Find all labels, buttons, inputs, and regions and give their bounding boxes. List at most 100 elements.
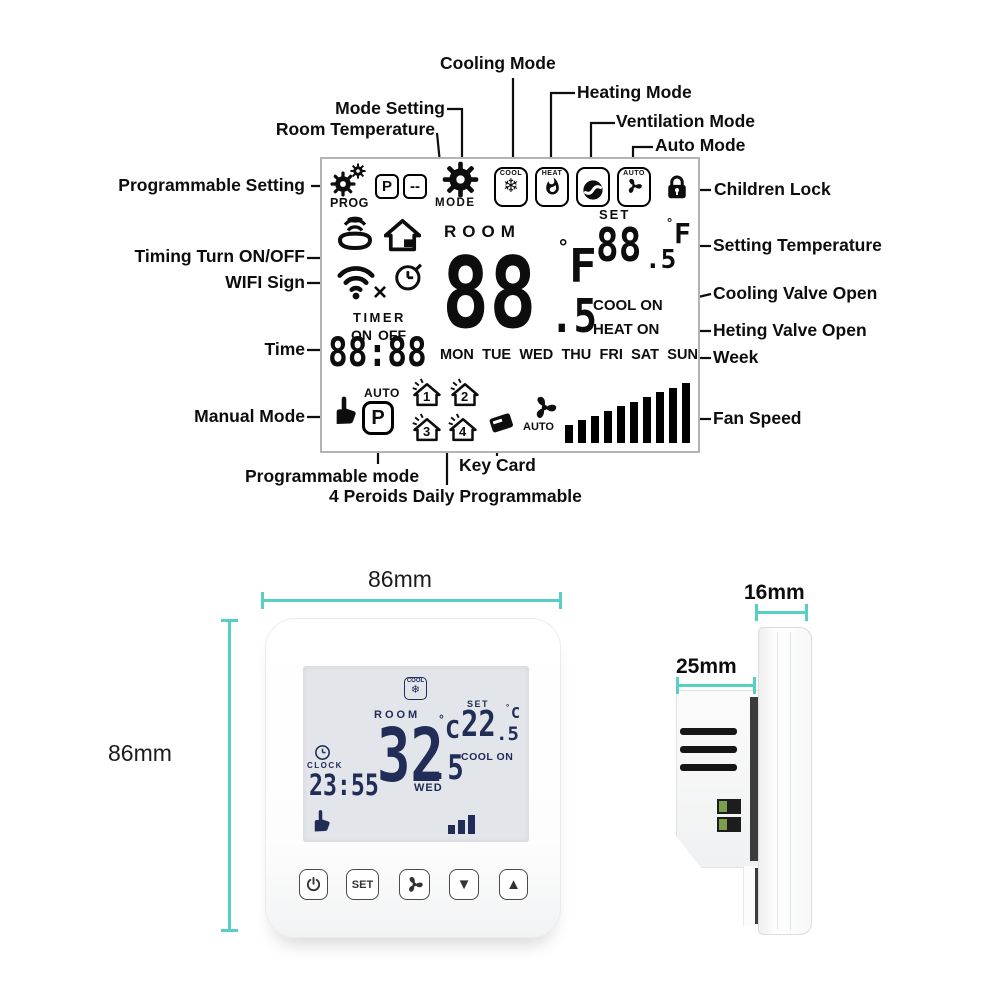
screen-cool-on: COOL ON	[461, 751, 514, 763]
screen-room-label: ROOM	[374, 709, 421, 721]
period-house-1: 1	[412, 378, 442, 408]
screen-clock-label: CLOCK	[307, 761, 343, 770]
room-label: ROOM	[444, 222, 521, 241]
callout-cooling-valve-open: Cooling Valve Open	[713, 283, 878, 303]
callout-room-temperature: Room Temperature	[275, 119, 435, 139]
period-house-2: 2	[450, 378, 480, 408]
callout-fan-speed: Fan Speed	[713, 408, 802, 428]
panel-thickness-line	[756, 611, 808, 614]
period-number: 4	[459, 424, 467, 439]
rear-depth-label: 25mm	[676, 655, 737, 678]
rear-depth-line	[677, 684, 755, 687]
callout-manual-mode: Manual Mode	[194, 406, 305, 426]
manual-hand-icon	[314, 810, 330, 832]
set-unit: F	[674, 217, 691, 250]
prog-label: PROG	[330, 196, 369, 210]
dimension-tick	[221, 929, 238, 932]
heat-on-indicator: HEAT ON	[593, 321, 660, 338]
cool-on-indicator: COOL ON	[593, 297, 663, 314]
thermostat-front-view: COOL ❄ ROOM 32 .5 ° C SET 22 .5 ° C COOL…	[265, 618, 561, 938]
timer-label: TIMER	[353, 310, 406, 325]
week-day: WED	[519, 347, 554, 363]
height-dimension-line	[228, 620, 231, 932]
screen-room-unit: C	[445, 715, 461, 744]
width-dimension-line	[262, 599, 561, 602]
set-degree-sign: °	[667, 215, 673, 230]
thermostat-screen: COOL ❄ ROOM 32 .5 ° C SET 22 .5 ° C COOL…	[303, 666, 529, 842]
lcd-display-diagram: PROG P -- MODE COOL ❄ HEAT AUTO ROOM 88 …	[320, 157, 700, 453]
terminal-block	[717, 799, 741, 814]
dash-box-icon: --	[403, 174, 427, 199]
timer-on-label: ON	[351, 327, 372, 343]
key-card-icon	[488, 412, 514, 434]
set-temp-decimal: .5	[645, 245, 677, 275]
period-house-4: 4	[448, 413, 478, 443]
power-button[interactable]	[299, 869, 328, 900]
children-lock-icon	[666, 175, 688, 201]
house-icon	[384, 219, 421, 252]
prog-gears-icon	[330, 163, 372, 199]
thermostat-side-view: 16mm 25mm	[650, 560, 880, 960]
screen-day-label: WED	[414, 782, 443, 794]
fan-icon	[627, 178, 643, 194]
screen-set-degree: °	[506, 703, 510, 712]
fan-icon	[407, 877, 424, 893]
callout-time: Time	[264, 339, 305, 359]
callout-week: Week	[713, 347, 759, 367]
height-dimension-label: 86mm	[108, 740, 172, 766]
dimension-tick	[261, 592, 264, 609]
side-front-panel	[758, 627, 812, 935]
dimension-tick	[805, 604, 808, 621]
auto-p-label: AUTO	[364, 386, 400, 400]
terminal-block	[717, 817, 741, 832]
manual-hand-icon	[336, 396, 356, 424]
callout-cooling-mode: Cooling Mode	[440, 53, 556, 73]
wifi-icon	[334, 261, 378, 302]
screen-room-digits: 32	[377, 713, 444, 799]
temp-up-button[interactable]: ▲	[499, 869, 528, 900]
callout-heting-valve-open: Heting Valve Open	[713, 320, 867, 340]
callout-auto-mode: Auto Mode	[655, 135, 746, 155]
room-temp-digits: 88	[442, 237, 537, 351]
mode-label: MODE	[435, 197, 476, 209]
program-p-icon: P	[362, 401, 394, 435]
screen-fan-bars	[448, 815, 475, 834]
screen-room-decimal: .5	[431, 748, 464, 788]
side-vent-slot	[680, 764, 737, 771]
set-button[interactable]: SET	[346, 869, 379, 900]
fan-speed-bars	[565, 383, 698, 443]
dimension-tick	[755, 604, 758, 621]
callout-children-lock: Children Lock	[714, 179, 831, 199]
timer-off-label: OFF	[378, 327, 406, 343]
fan-auto-icon	[535, 396, 558, 419]
temp-down-button[interactable]: ▼	[449, 869, 479, 900]
screen-set-decimal: .5	[496, 723, 519, 745]
callout-mode-setting: Mode Setting	[335, 98, 445, 118]
fan-button[interactable]	[399, 869, 430, 900]
screen-set-digits: 22	[461, 704, 496, 745]
mode-gear-icon	[442, 161, 479, 198]
side-foot-shadow	[755, 868, 760, 924]
dimension-tick	[753, 677, 756, 694]
room-degree-sign: °	[559, 236, 568, 259]
week-day: FRI	[599, 347, 623, 363]
heat-mode-icon: HEAT	[535, 167, 569, 207]
cycle-arrows-icon	[581, 178, 605, 201]
panel-thickness-label: 16mm	[744, 581, 805, 604]
period-number: 3	[423, 424, 431, 439]
fan-auto-label: AUTO	[523, 421, 554, 433]
callout-programmable-setting: Programmable Setting	[118, 175, 305, 195]
week-days-row: MON TUE WED THU FRI SAT SUN	[440, 347, 698, 363]
floor-sensor-icon	[334, 213, 376, 253]
week-day: SUN	[667, 347, 698, 363]
callout-heating-mode: Heating Mode	[577, 82, 692, 102]
power-icon	[306, 876, 321, 892]
snowflake-icon: ❄	[410, 684, 421, 697]
side-vent-slot	[680, 746, 737, 753]
side-rear-module	[676, 690, 760, 868]
dimension-tick	[676, 677, 679, 694]
dimension-tick	[221, 619, 238, 622]
side-gap-shadow	[750, 697, 759, 861]
room-unit: F	[569, 239, 597, 293]
screen-set-label: SET	[467, 699, 490, 709]
